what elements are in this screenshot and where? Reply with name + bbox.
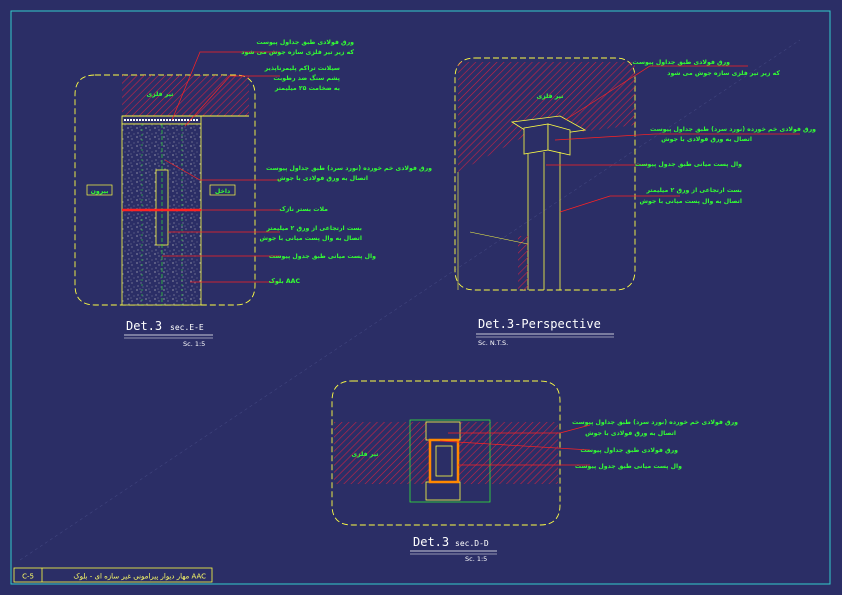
- det-dd-section: تیر فلزی ورق فولادی خم خورده (نورد سرد) …: [331, 380, 738, 563]
- det-ee-beam-label: تیر فلزی: [147, 91, 174, 98]
- sheet-border: [10, 10, 831, 585]
- det-dd-bent-plate-bottom: [425, 481, 461, 501]
- det-dd-note-wallpost: وال پست میانی طبق جدول پیوست: [575, 463, 682, 470]
- det-dd-note-plate: ورق فولادی طبق جداول پیوست: [580, 447, 678, 454]
- det-ee-note-plate-2: که زیر تیر فلزی سازه جوش می شود: [241, 49, 354, 56]
- det-dd-section-label: sec.D-D: [455, 539, 489, 548]
- det-ee-note-sealant-1: سیلانت تراکم پلیمرناپذیر: [264, 65, 340, 72]
- det-ee-note-sealant-2: پشم سنگ ضد رطوبت: [273, 74, 340, 82]
- det-dd-note-bent-1: ورق فولادی خم خورده (نورد سرد) طبق جداول…: [572, 419, 738, 426]
- sheet-title: مهار دیوار پیرامونی غیر سازه ای - بلوک A…: [73, 573, 206, 581]
- det-ee-note-strap-1: بست ارتجاعی از ورق ۲ میلیمتر: [265, 225, 362, 232]
- det-persp-title: Det.3-Perspective: [478, 317, 601, 331]
- det-ee-outside-label: بیرون: [91, 188, 109, 195]
- det-persp-breakline: [454, 57, 636, 291]
- det-persp-note-strap-1: بست ارتجاعی از ورق ۲ میلیمتر: [645, 187, 742, 194]
- det-ee-note-mortar: ملات بستر نازک: [279, 205, 328, 213]
- det-ee-title: Det.3: [126, 319, 162, 333]
- det-ee-inside-label: داخل: [215, 188, 230, 195]
- diagonal-guide: [19, 39, 801, 561]
- det-ee-section-label: sec.E-E: [170, 323, 204, 332]
- det-ee-note-block: بلوک AAC: [269, 277, 301, 285]
- det-persp-block-edge: [518, 236, 528, 290]
- det-dd-beam-label: تیر فلزی: [352, 451, 379, 458]
- det-ee-scale: Sc. 1:5: [183, 340, 205, 348]
- det-persp-note-bent-2: اتصال به ورق فولادی با جوش: [661, 136, 752, 143]
- det-persp-bent-plate: [523, 123, 549, 155]
- det-ee-note-strap-2: اتصال به وال پست میانی با جوش: [259, 235, 362, 242]
- det-dd-title: Det.3: [413, 535, 449, 549]
- det-ee-note-bent-2: اتصال به ورق فولادی با جوش: [277, 175, 368, 182]
- det-dd-wallpost: [428, 438, 460, 484]
- det-persp-note-wallpost: وال پست میانی طبق جدول پیوست: [635, 161, 742, 168]
- det-persp-beam: [458, 62, 635, 172]
- det-ee-note-wallpost: وال پست میانی طبق جدول پیوست: [269, 253, 376, 260]
- det-dd-breakline: [331, 380, 561, 526]
- det-persp-beam-label: تیر فلزی: [537, 93, 564, 100]
- det-ee-section: تیر فلزی بیرون داخل ورق فولادی طبق جداول…: [74, 39, 432, 348]
- det-ee-note-plate-1: ورق فولادی طبق جداول پیوست: [256, 39, 354, 46]
- det-dd-block-outline: [409, 419, 491, 503]
- title-strip: C-5 مهار دیوار پیرامونی غیر سازه ای - بل…: [13, 567, 213, 583]
- det-persp-note-bent-1: ورق فولادی خم خورده (نورد سرد) طبق جداول…: [650, 126, 816, 133]
- det-ee-note-sealant-3: به ضخامت ۲۵ میلیمتر: [274, 85, 340, 92]
- det-ee-outside-tag: [86, 184, 113, 196]
- det-persp-note-plate-1: ورق فولادی طبق جداول پیوست: [632, 59, 730, 66]
- det-perspective: تیر فلزی ورق فولادی طبق جداول پیوست که ز…: [454, 57, 816, 347]
- det-persp-note-plate-2: که زیر تیر فلزی سازه جوش می شود: [667, 70, 780, 77]
- det-persp-scale: Sc. N.T.S.: [478, 339, 508, 347]
- det-dd-note-bent-2: اتصال به ورق فولادی با جوش: [585, 430, 676, 437]
- det-ee-inside-tag: [209, 184, 236, 196]
- det-ee-note-bent-1: ورق فولادی خم خورده (نورد سرد) طبق جداول…: [266, 165, 432, 172]
- det-ee-beam: [122, 75, 249, 116]
- det-dd-bent-plate-top: [425, 421, 461, 441]
- det-dd-scale: Sc. 1:5: [465, 555, 487, 563]
- sheet-code: C-5: [22, 573, 34, 581]
- det-persp-note-strap-2: اتصال به وال پست میانی با جوش: [639, 198, 742, 205]
